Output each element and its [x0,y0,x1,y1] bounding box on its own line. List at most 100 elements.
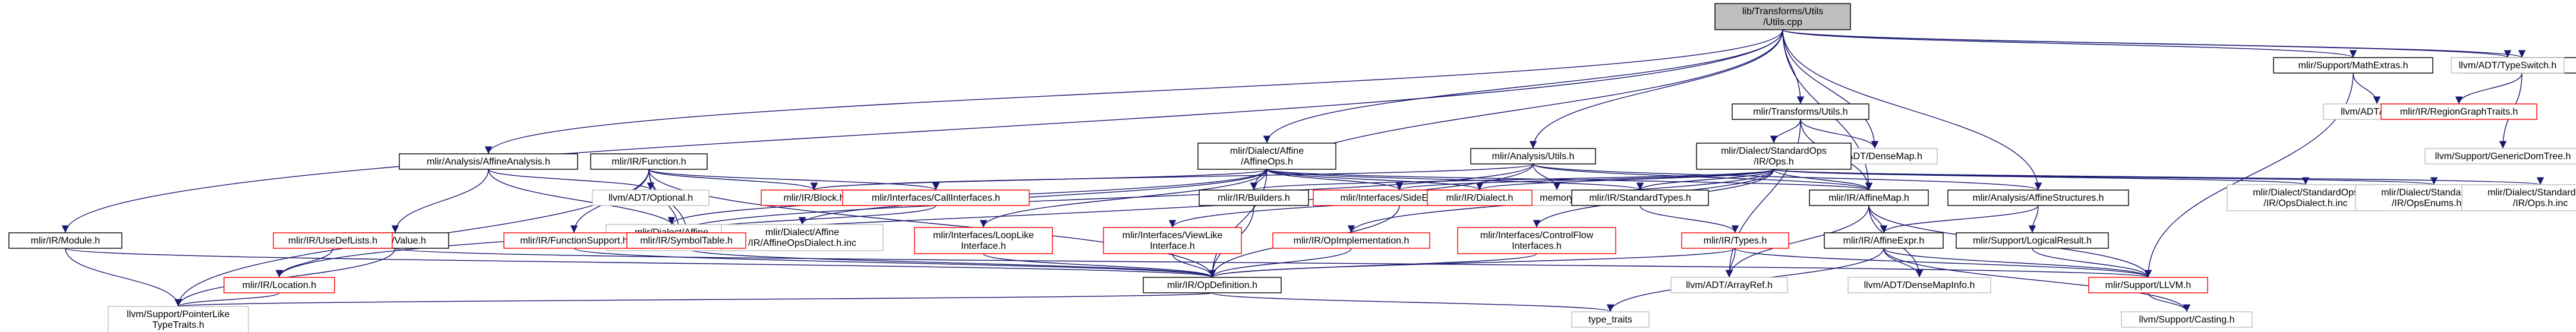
edge [2353,72,2381,105]
node-label: mlir/Interfaces/ViewLike [1123,230,1223,241]
node-ir-types[interactable]: mlir/IR/Types.h [1681,232,1789,249]
edge-affine_ops-to-ir_dialect [1266,169,1484,191]
node-casting[interactable]: llvm/Support/Casting.h [2121,311,2253,328]
node-label: Interface.h [1150,241,1195,251]
node-label: /IR/Ops.h [1754,157,1794,167]
node-label: mlir/Dialect/Affine [765,227,839,238]
node-label: mlir/IR/OpDefinition.h [1167,280,1257,290]
edge [1725,205,1869,278]
node-label: Interface.h [961,241,1006,251]
node-aff-analysis[interactable]: mlir/Analysis/AffineAnalysis.h [399,153,578,170]
node-box [399,153,578,170]
node-math-extras[interactable]: mlir/Support/MathExtras.h [2273,57,2433,74]
node-box [1681,232,1789,249]
edge [1782,29,1879,149]
node-type-switch[interactable]: llvm/ADT/TypeSwitch.h [2451,57,2565,74]
node-logical-result[interactable]: mlir/Support/LogicalResult.h [1956,232,2109,249]
edge-root-to-aff_analysis [484,29,1783,154]
edge-root-to-math_extras [1782,29,2357,58]
node-std-ops[interactable]: mlir/Dialect/StandardOps/IR/Ops.h [1696,143,1852,170]
node-affine-expr[interactable]: mlir/IR/AffineExpr.h [1824,232,1944,249]
node-affine-map[interactable]: mlir/IR/AffineMap.h [1809,189,1929,206]
node-label: memory [1540,193,1574,203]
node-ir-function[interactable]: mlir/IR/Function.h [590,153,708,170]
node-box [1696,143,1852,170]
node-box [914,227,1053,254]
node-box [2121,311,2253,328]
node-box [1571,311,1650,328]
edge [1529,29,1783,149]
node-use-def-lists[interactable]: mlir/IR/UseDefLists.h [273,232,393,249]
edge [484,29,1783,154]
node-label: mlir/IR/SymbolTable.h [640,236,733,246]
node-llvm-optional[interactable]: llvm/ADT/Optional.h [592,189,710,206]
node-support-llvm[interactable]: mlir/Support/LLVM.h [2088,277,2208,293]
node-label: llvm/Support/GenericDomTree.h [2435,151,2571,162]
node-standard-types[interactable]: mlir/IR/StandardTypes.h [1571,189,1709,206]
node-box [2380,103,2537,120]
edge-transforms_utils-to-std_ops [1770,119,1801,144]
edge [1266,169,1484,191]
node-ir-location[interactable]: mlir/IR/Location.h [223,277,335,293]
node-function-support[interactable]: mlir/IR/FunctionSupport.h [503,232,645,249]
node-box [1956,232,2109,249]
edge [1172,253,1216,278]
node-ops-h-inc[interactable]: mlir/Dialect/StandardOps/IR/Ops.h.inc [2461,184,2576,211]
node-generic-dom-tree[interactable]: llvm/Support/GenericDomTree.h [2424,148,2576,165]
edge [1266,169,1872,191]
edge [1212,292,1614,312]
edge-affine_structures-to-logical_result [2028,205,2039,233]
edge [2144,72,2354,278]
edge-layer [61,29,2544,312]
node-label: /IR/OpsEnums.h.inc [2392,198,2476,208]
edge-affine_map-to-affine_expr [1868,205,1888,233]
edge-ir_function-to-call_interfaces [648,169,939,191]
node-label: /IR/AffineOpsDialect.h.inc [748,238,856,248]
node-call-interfaces[interactable]: mlir/Interfaces/CallInterfaces.h [842,189,1030,206]
edge [1209,248,1736,278]
node-label: /IR/Ops.h.inc [2513,198,2568,208]
node-label: mlir/Dialect/StandardOps [2381,188,2487,198]
edge [648,169,818,191]
node-type-traits[interactable]: type_traits [1571,311,1650,328]
node-ir-dialect[interactable]: mlir/IR/Dialect.h [1427,189,1533,206]
edge [2455,72,2523,105]
node-symbol-table[interactable]: mlir/IR/SymbolTable.h [626,232,746,249]
edge-std_ops-to-ops_enums_inc [1773,169,2438,185]
node-box [108,306,249,332]
edge [1396,169,1774,191]
node-box [1427,189,1533,206]
node-op-impl[interactable]: mlir/IR/OpImplementation.h [1272,232,1430,249]
edge-ir_function-to-op_definition [648,169,1216,278]
node-affine-structures[interactable]: mlir/Analysis/AffineStructures.h [1947,189,2129,206]
node-box [1824,232,1944,249]
edge [1868,205,1888,233]
edge [1735,248,2152,278]
edge-op_definition-to-type_traits [1212,292,1614,312]
edge [65,248,182,307]
node-box [1714,3,1851,30]
node-label: mlir/Support/MathExtras.h [2298,61,2408,71]
node-label: lib/Transforms/Utils [1742,7,1823,17]
node-dense-map-info[interactable]: llvm/ADT/DenseMapInfo.h [1847,277,1991,293]
edge [648,169,1216,278]
node-ir-builders[interactable]: mlir/IR/Builders.h [1199,189,1309,206]
edge-analysis_utils-to-small_vector [676,163,1534,233]
node-mlir-ir-module[interactable]: mlir/IR/Module.h [8,232,122,249]
node-root[interactable]: lib/Transforms/Utils/Utils.cpp [1714,3,1851,30]
edge [275,163,1534,278]
node-affine-ops[interactable]: mlir/Dialect/Affine/AffineOps.h [1197,143,1336,170]
node-region-graph-traits[interactable]: mlir/IR/RegionGraphTraits.h [2380,103,2537,120]
node-affine-ops-dialect-inc[interactable]: mlir/Dialect/Affine/IR/AffineOpsDialect.… [721,224,884,251]
node-box [1197,143,1336,170]
node-transforms-utils[interactable]: mlir/Transforms/Utils.h [1732,103,1869,120]
node-box [2088,277,2208,293]
edge-support_llvm-to-casting [2148,292,2191,312]
node-analysis-utils[interactable]: mlir/Analysis/Utils.h [1470,148,1596,165]
node-array-ref[interactable]: llvm/ADT/ArrayRef.h [1670,277,1788,293]
node-op-definition[interactable]: mlir/IR/OpDefinition.h [1143,277,1282,293]
